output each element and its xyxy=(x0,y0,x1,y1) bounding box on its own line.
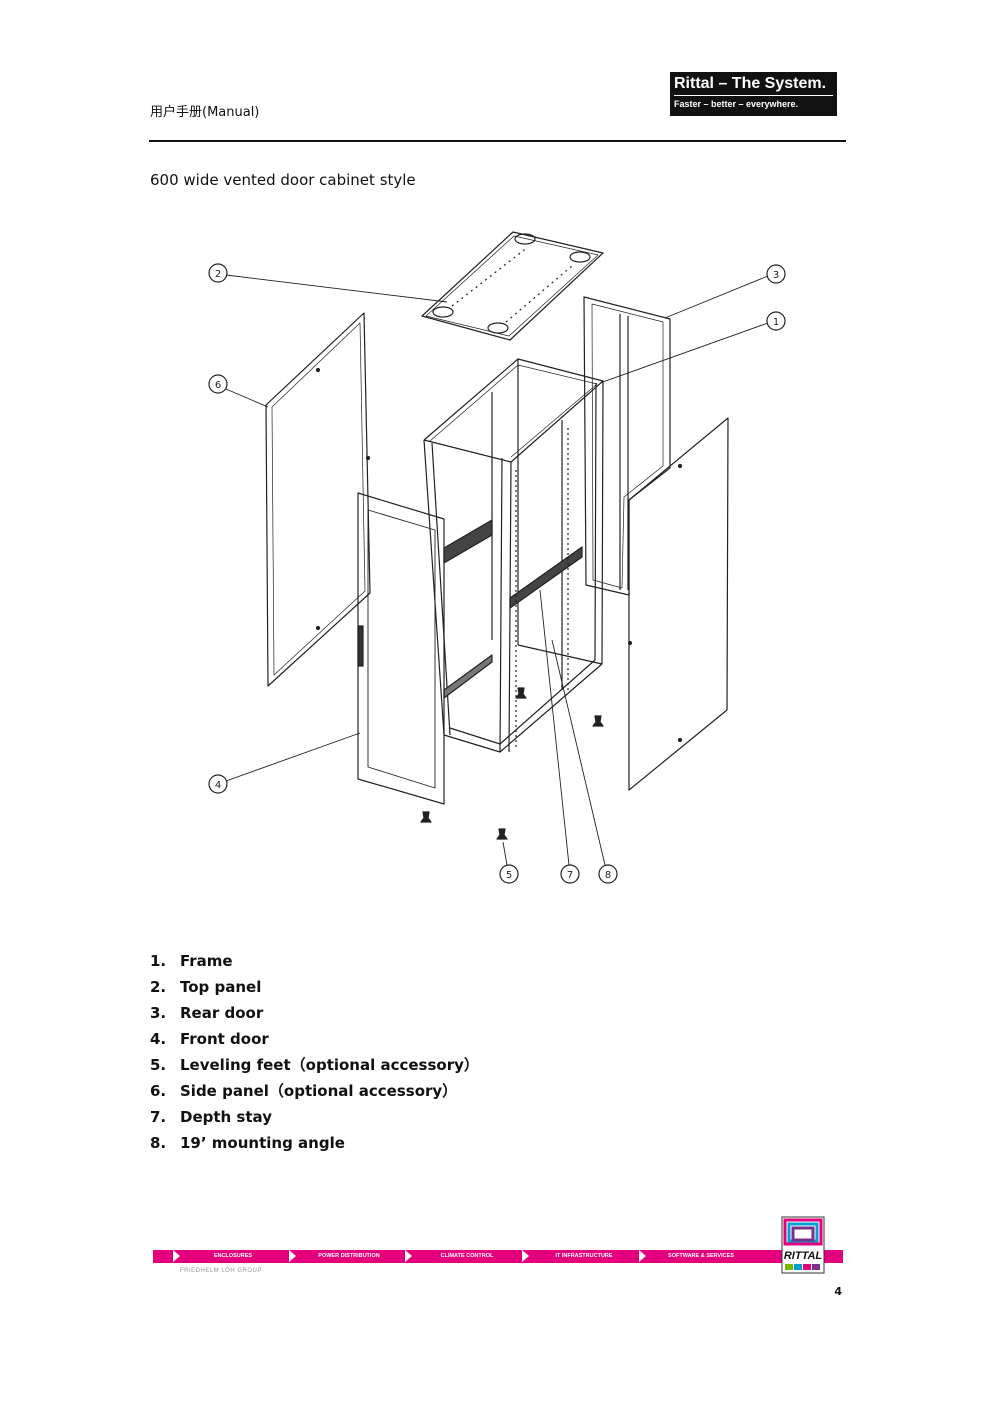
footer-segment: CLIMATE CONTROL xyxy=(440,1253,494,1259)
cabinet-exploded-diagram: 1 2 3 4 5 6 7 8 xyxy=(208,231,786,884)
footer-group-name: FRIEDHELM LOH GROUP xyxy=(180,1268,262,1274)
rittal-brand-text: RITTAL xyxy=(784,1250,823,1262)
list-item: 3.Rear door xyxy=(150,1004,264,1022)
leader-lines xyxy=(225,274,769,866)
list-item: 7.Depth stay xyxy=(150,1108,272,1126)
logo-line2: Faster – better – everywhere. xyxy=(674,99,799,109)
callout-6: 6 xyxy=(215,380,221,391)
leveling-feet-drawing xyxy=(420,687,604,840)
footer-segment: ENCLOSURES xyxy=(213,1253,253,1259)
callout-2: 2 xyxy=(215,269,221,280)
list-item: 1.Frame xyxy=(150,952,233,970)
callout-4: 4 xyxy=(215,780,221,791)
callout-7: 7 xyxy=(567,870,573,881)
section-title: 600 wide vented door cabinet style xyxy=(150,171,416,189)
list-item: 4.Front door xyxy=(150,1030,269,1048)
footer-segment: POWER DISTRIBUTION xyxy=(318,1253,380,1259)
list-item: 5.Leveling feet（optional accessory） xyxy=(150,1056,479,1074)
manual-header-title: 用户手册(Manual) xyxy=(150,105,260,120)
chevron-right-icon xyxy=(639,1250,646,1262)
footer-segment: IT INFRASTRUCTURE xyxy=(555,1253,613,1259)
rittal-brand-logo: RITTAL xyxy=(781,1216,825,1274)
callout-1: 1 xyxy=(773,317,779,328)
side-panel-right-drawing xyxy=(627,417,729,791)
chevron-right-icon xyxy=(522,1250,529,1262)
list-item: 6.Side panel（optional accessory） xyxy=(150,1082,458,1100)
header-divider xyxy=(149,140,846,142)
parts-list: 1.Frame 2.Top panel 3.Rear door 4.Front … xyxy=(150,951,479,1159)
page-number: 4 xyxy=(834,1285,842,1298)
side-panel-left-drawing xyxy=(265,312,371,687)
rittal-system-logo: Rittal – The System. Faster – better – e… xyxy=(670,72,837,116)
callout-8: 8 xyxy=(605,870,611,881)
chevron-right-icon xyxy=(173,1250,180,1262)
frame-drawing xyxy=(423,358,604,753)
logo-line1: Rittal – The System. xyxy=(674,75,827,92)
chevron-right-icon xyxy=(289,1250,296,1262)
footer-segment: SOFTWARE & SERVICES xyxy=(668,1253,734,1259)
top-panel-drawing xyxy=(421,231,604,341)
front-door-drawing xyxy=(357,492,445,805)
callout-5: 5 xyxy=(506,870,512,881)
footer-category-band: ENCLOSURES POWER DISTRIBUTION CLIMATE CO… xyxy=(153,1250,843,1263)
callout-markers xyxy=(208,263,786,884)
list-item: 8.19’ mounting angle xyxy=(150,1134,345,1152)
list-item: 2.Top panel xyxy=(150,978,262,996)
callout-3: 3 xyxy=(773,270,779,281)
chevron-right-icon xyxy=(405,1250,412,1262)
rear-door-drawing xyxy=(583,296,671,596)
